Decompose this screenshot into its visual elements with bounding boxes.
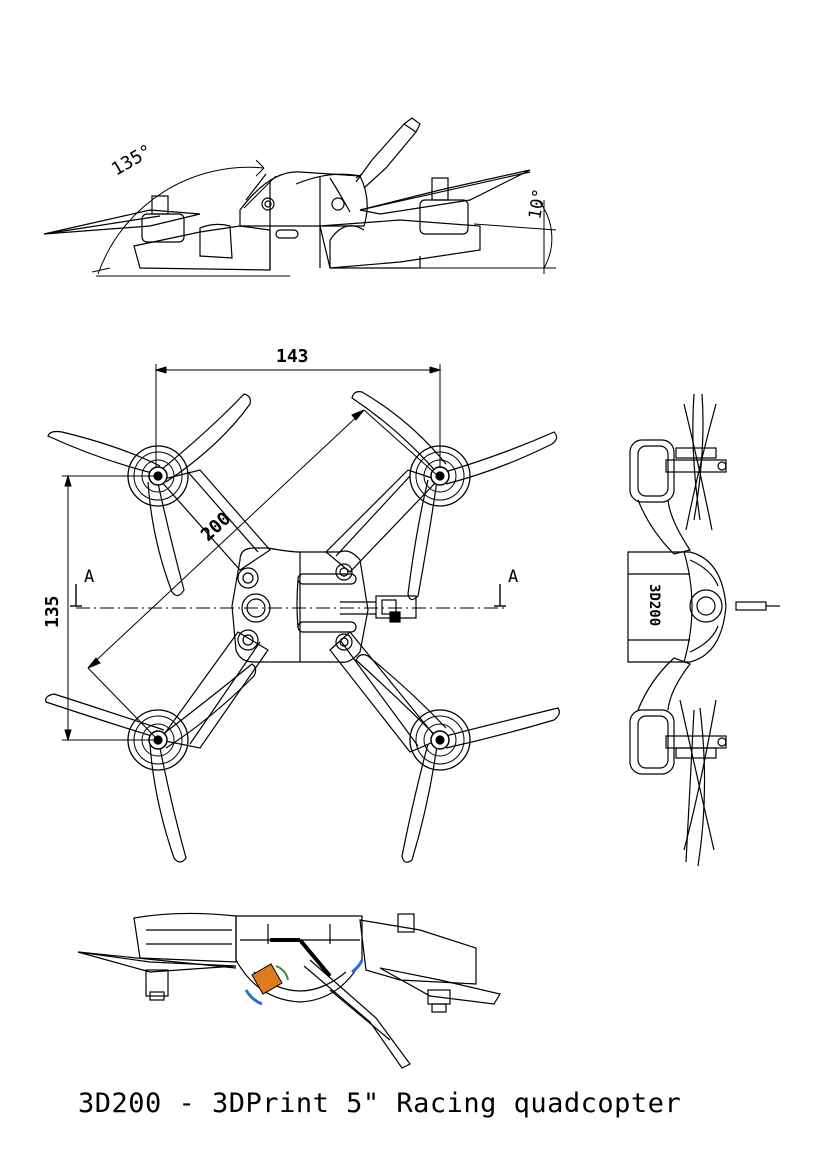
arm-top-left [158,469,271,571]
front-view [627,393,780,867]
arm-bottom-left [158,631,269,749]
height-135-label: 135 [42,595,63,628]
width-143-dimension [154,364,442,468]
propeller-top-left [47,393,251,597]
arm-top-right [325,469,440,573]
diagonal-200-dimension [87,409,439,741]
propeller-top-right [351,391,558,601]
drawing-title: 3D200 - 3DPrint 5" Racing quadcopter [78,1088,682,1119]
diagonal-200-label: 200 [197,508,235,546]
height-135-dimension [62,474,158,742]
frame-body [231,547,369,663]
width-143-label: 143 [276,346,309,367]
angle-135-dimension [91,159,290,277]
battery-connector [244,959,364,1006]
arm-bottom-right [329,631,439,753]
section-label-left: A [84,567,94,587]
section-markers [70,584,506,607]
propeller-bottom-left [45,663,257,863]
section-label-right: A [508,567,518,587]
angle-10-dimension [330,199,557,274]
angle-135-label: 135° [108,140,156,180]
front-logo-text: 3D200 [646,584,662,626]
bottom-view [77,912,501,1069]
side-view [43,117,531,271]
top-view [158,469,440,753]
angle-10-label: 10° [525,187,550,221]
propeller-bottom-right [355,654,560,863]
